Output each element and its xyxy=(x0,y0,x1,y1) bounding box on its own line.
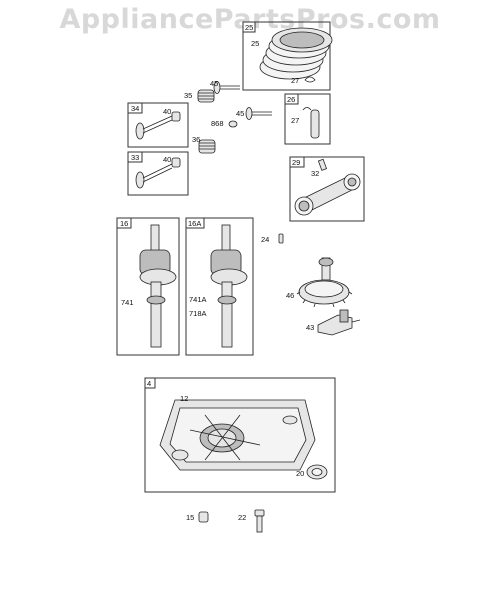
box-rod[interactable]: 29 32 xyxy=(289,156,365,222)
box-valve-intake[interactable]: 34 40 xyxy=(127,102,189,148)
box-crankshaft-16a[interactable]: 16A 741A 718A xyxy=(185,217,254,356)
piston-rings-icon xyxy=(259,27,333,80)
oil-seal-icon xyxy=(306,464,328,480)
governor-gear-icon xyxy=(296,257,353,308)
label-868: 868 xyxy=(211,119,224,128)
box-29-tag: 29 xyxy=(292,158,300,167)
valve-icon xyxy=(135,157,181,189)
box-16a-tag: 16A xyxy=(188,219,201,228)
crankshaft-icon xyxy=(210,224,248,348)
box-valve-exhaust[interactable]: 33 40 xyxy=(127,151,189,196)
label-40b: 40 xyxy=(163,155,171,164)
box-26-tag: 26 xyxy=(287,95,295,104)
label-32: 32 xyxy=(311,169,319,178)
label-22: 22 xyxy=(238,513,246,522)
label-24: 24 xyxy=(261,235,269,244)
label-40a: 40 xyxy=(163,107,171,116)
valve-icon xyxy=(245,107,272,120)
label-12: 12 xyxy=(180,394,188,403)
box-sump[interactable]: 4 12 20 xyxy=(144,377,336,493)
valve-group-lower[interactable]: 45 868 36 xyxy=(192,107,272,154)
dowel-pin-icon xyxy=(278,233,284,244)
label-45b: 45 xyxy=(236,109,244,118)
label-45a: 45 xyxy=(210,79,218,88)
label-15: 15 xyxy=(186,513,194,522)
label-741a: 741A xyxy=(189,295,207,304)
sump-bolt[interactable]: 22 xyxy=(238,509,265,533)
bolt-icon xyxy=(254,509,265,533)
oil-sump-icon xyxy=(159,399,316,471)
governor-assembly[interactable]: 46 43 xyxy=(286,257,361,336)
dowel-pin[interactable]: 24 xyxy=(261,233,284,244)
label-741: 741 xyxy=(121,298,134,307)
label-35: 35 xyxy=(184,91,192,100)
label-27b: 27 xyxy=(291,116,299,125)
label-43: 43 xyxy=(306,323,314,332)
box-piston[interactable]: 25 25 27 xyxy=(242,21,333,91)
label-20: 20 xyxy=(296,469,304,478)
valve-group-upper[interactable]: 45 35 xyxy=(184,79,240,103)
valve-spring-icon xyxy=(197,89,215,103)
label-25: 25 xyxy=(251,39,259,48)
retainer-icon xyxy=(228,120,238,128)
drain-plug[interactable]: 15 xyxy=(186,511,209,523)
box-4-tag: 4 xyxy=(147,379,151,388)
governor-crank-icon xyxy=(317,309,361,336)
plug-icon xyxy=(198,511,209,523)
valve-icon xyxy=(135,111,181,140)
crankshaft-icon xyxy=(139,224,177,348)
label-718a: 718A xyxy=(189,309,207,318)
label-36: 36 xyxy=(192,135,200,144)
valve-icon xyxy=(213,81,240,94)
box-33-tag: 33 xyxy=(131,153,139,162)
box-pin[interactable]: 26 27 xyxy=(284,93,331,145)
label-27a: 27 xyxy=(291,76,299,85)
valve-spring-icon xyxy=(198,139,216,154)
box-piston-tag: 25 xyxy=(245,23,253,32)
connecting-rod-icon xyxy=(294,158,361,216)
label-46: 46 xyxy=(286,291,294,300)
box-crankshaft-16[interactable]: 16 741 xyxy=(116,217,180,356)
retainer-icon xyxy=(304,76,316,83)
box-16-tag: 16 xyxy=(120,219,128,228)
piston-pin-icon xyxy=(302,107,320,139)
box-34-tag: 34 xyxy=(131,104,139,113)
